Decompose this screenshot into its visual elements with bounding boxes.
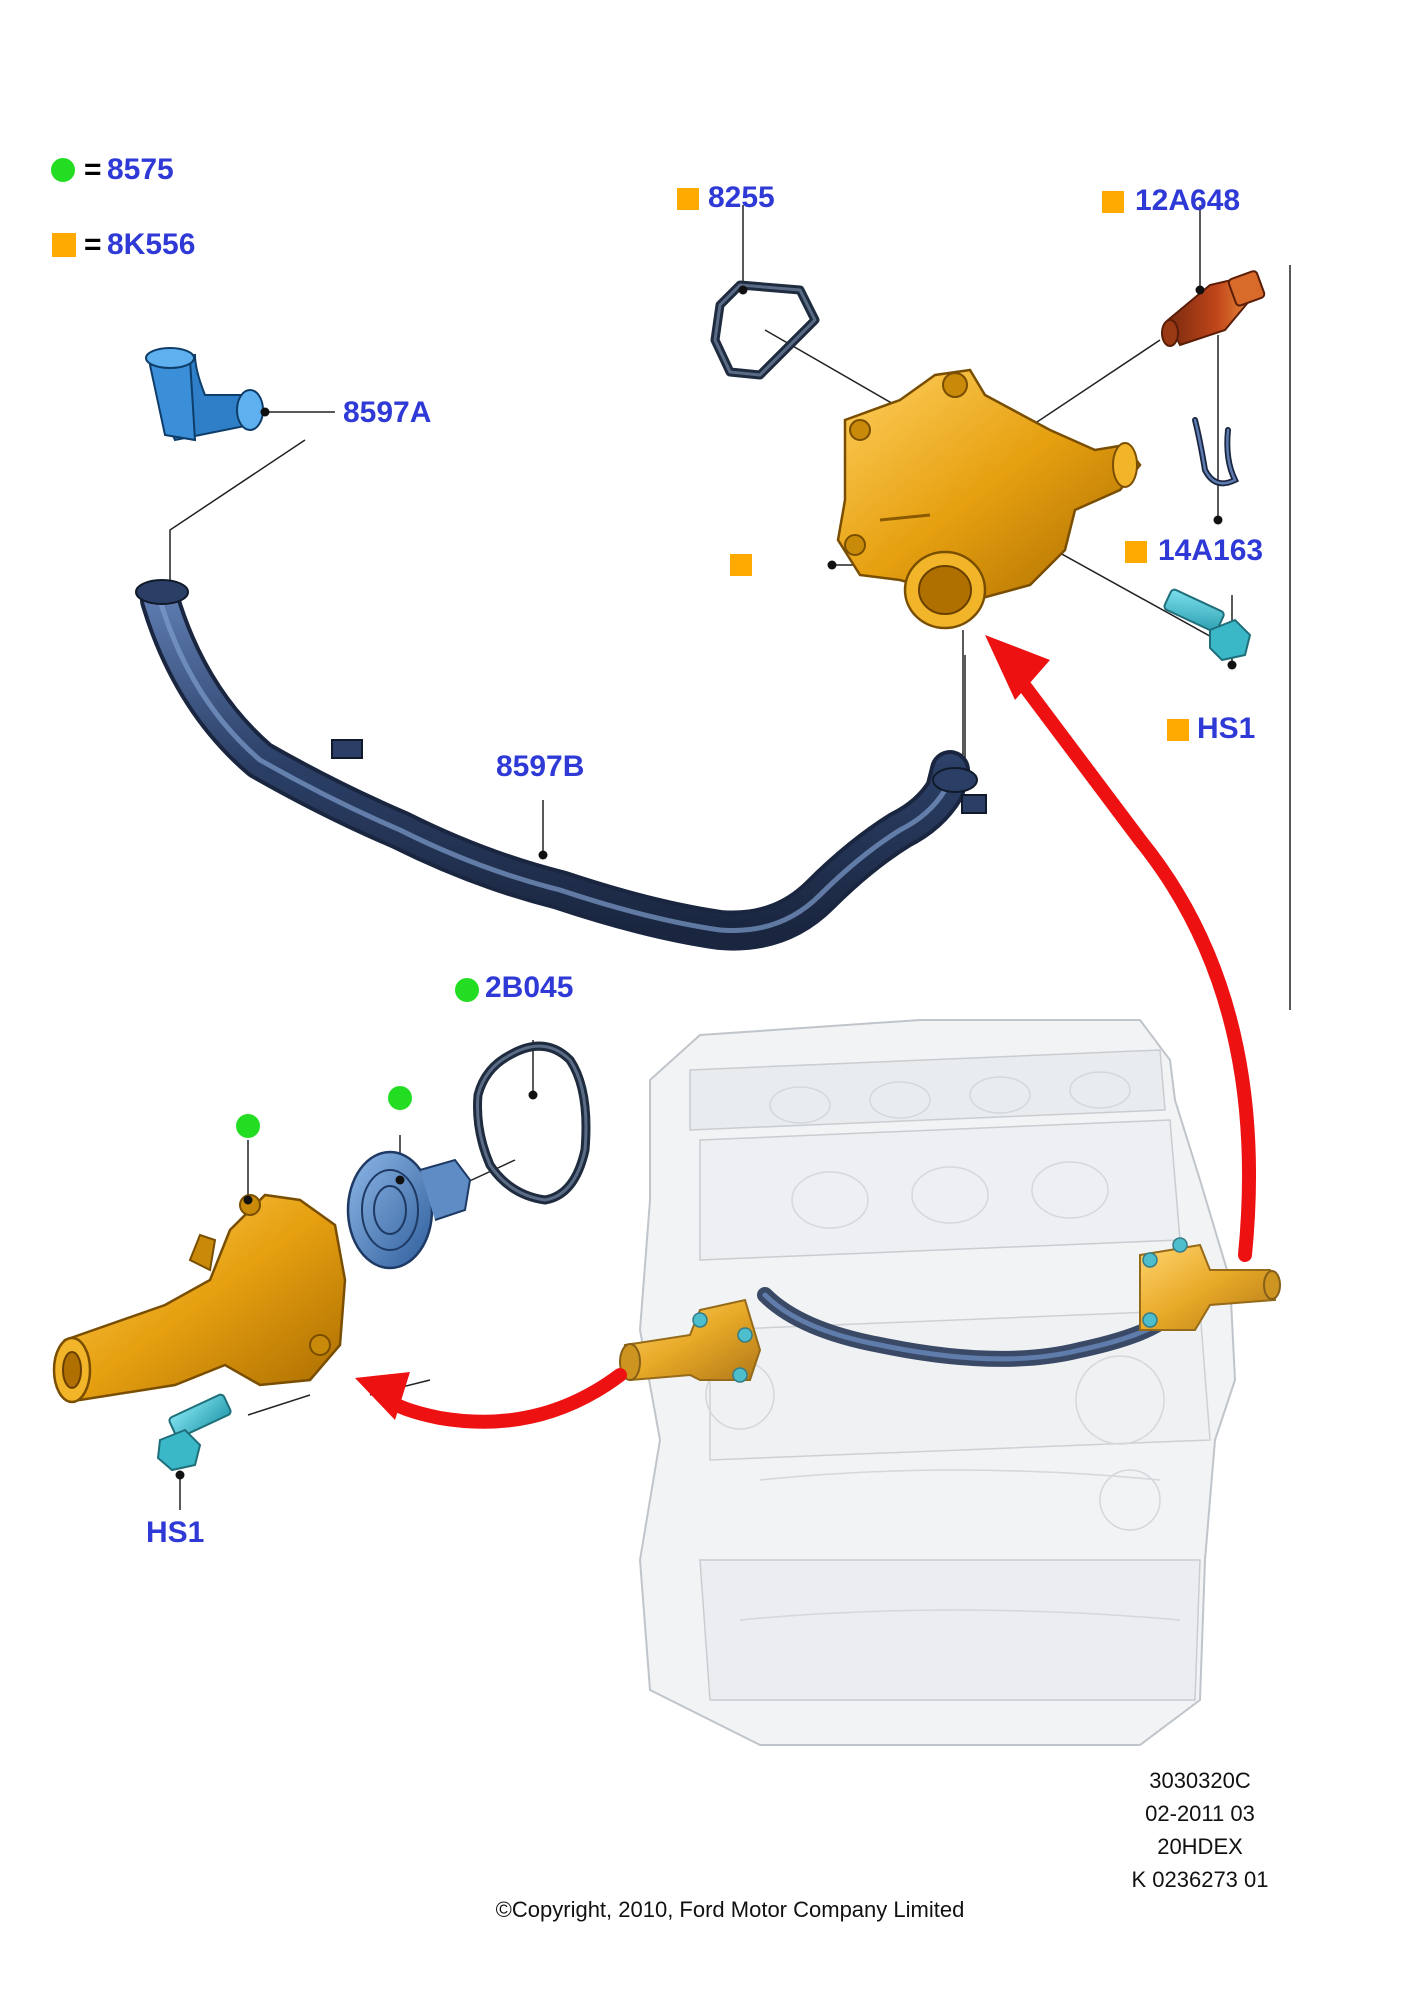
leader-dots	[175, 285, 1237, 1480]
green-marker-2B045	[455, 978, 479, 1002]
gasket-2B045	[473, 1041, 591, 1205]
legend-eq-1: =	[84, 153, 102, 186]
callout-hs1-lower: HS1	[146, 1516, 205, 1549]
thermostat-housing-lower	[52, 1193, 347, 1404]
callout-2B045: 2B045	[485, 971, 574, 1004]
callout-14A163: 14A163	[1158, 534, 1264, 567]
green-marker-housing-lower	[236, 1114, 260, 1138]
bolt-hs1-lower	[156, 1393, 232, 1472]
hose-8597B	[135, 579, 987, 951]
orange-marker-housing	[730, 554, 752, 576]
reference-line-4: K 0236273 01	[1131, 1867, 1269, 1892]
legend-code-8K556: 8K556	[107, 228, 196, 261]
green-marker-thermostat	[388, 1086, 412, 1110]
engine-block	[619, 1019, 1281, 1746]
copyright-notice: ©Copyright, 2010, Ford Motor Company Lim…	[495, 1897, 965, 1922]
orange-marker-legend	[52, 233, 76, 257]
reference-line-3: 20HDEX	[1157, 1834, 1243, 1859]
hose-8597A	[145, 347, 264, 442]
callout-8597A: 8597A	[343, 396, 432, 429]
orange-marker-hs1	[1167, 719, 1189, 741]
callout-hs1-upper: HS1	[1197, 712, 1256, 745]
retaining-clip-14A163	[1192, 417, 1240, 487]
callout-12A648: 12A648	[1135, 184, 1241, 217]
bolt-hs1-upper	[1163, 588, 1252, 662]
orange-marker-8255	[677, 188, 699, 210]
thermostat	[346, 1150, 472, 1270]
thermostat-housing-upper	[836, 368, 1142, 630]
legend-code-8575: 8575	[107, 153, 174, 186]
reference-line-1: 3030320C	[1149, 1768, 1251, 1793]
red-arrow-lower	[355, 1368, 627, 1429]
temperature-sensor-12A648	[1161, 270, 1266, 347]
callout-8255: 8255	[708, 181, 775, 214]
gasket-8255	[710, 280, 820, 380]
callout-8597B: 8597B	[496, 750, 585, 783]
markers	[51, 158, 1189, 1138]
orange-marker-14A163	[1125, 541, 1147, 563]
red-arrow-upper	[985, 635, 1256, 1262]
orange-marker-12A648	[1102, 191, 1124, 213]
green-marker-legend	[51, 158, 75, 182]
legend-eq-2: =	[84, 228, 102, 261]
reference-line-2: 02-2011 03	[1145, 1801, 1255, 1826]
